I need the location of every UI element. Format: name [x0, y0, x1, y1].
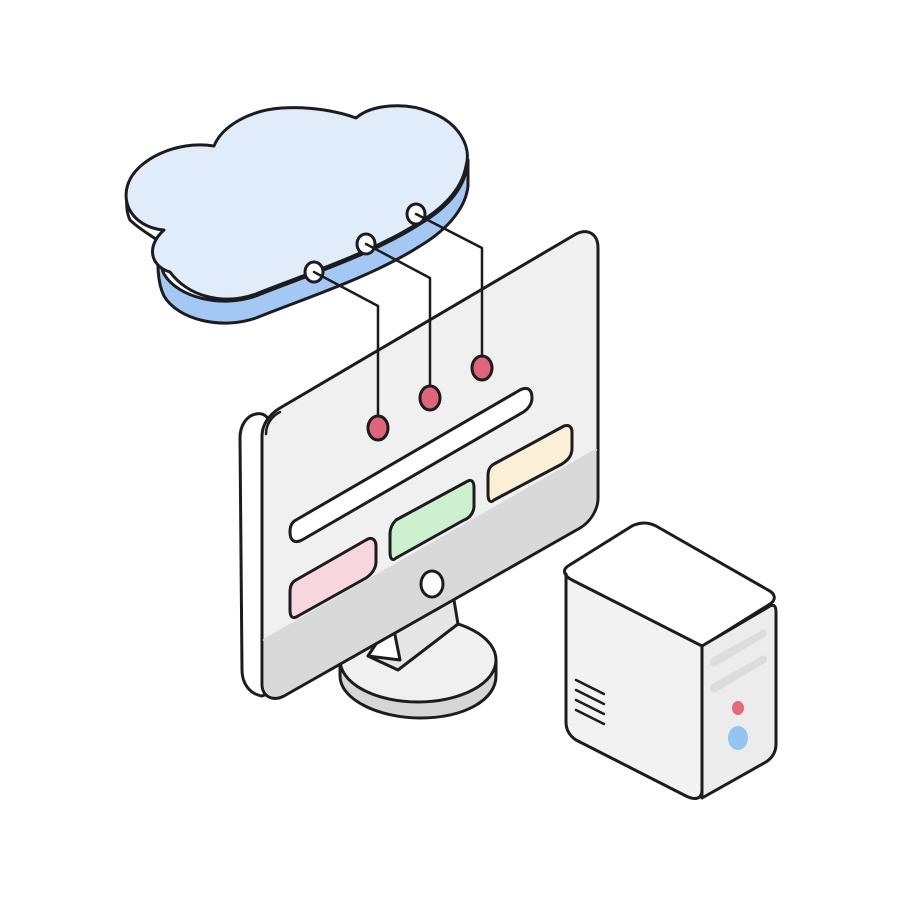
- tower-led-red: [732, 701, 744, 715]
- cable-pin-1: [366, 414, 390, 442]
- address-bar: [288, 386, 534, 544]
- cloud-icon: [124, 104, 470, 325]
- cloud-side-band: [156, 158, 470, 325]
- tower-front: [564, 572, 704, 800]
- screen-inner-bevel: [264, 410, 282, 436]
- cloud-top: [124, 104, 469, 301]
- cable-2: [364, 242, 432, 390]
- card-cream: [486, 424, 574, 504]
- tower-slot-1: [709, 629, 767, 667]
- system-unit-icon: [563, 521, 778, 800]
- tower-slot-2: [709, 655, 767, 693]
- card-pink: [288, 536, 378, 620]
- tower-led-blue: [728, 726, 748, 750]
- cable-1: [312, 270, 380, 420]
- tower-vent-3: [574, 698, 606, 716]
- cable-pin-3: [470, 354, 494, 382]
- power-button-icon: [419, 569, 445, 599]
- tower-vent-2: [574, 688, 606, 706]
- cable-pin-2: [418, 384, 442, 412]
- chin-divider: [262, 448, 598, 642]
- card-green: [388, 478, 476, 562]
- cable-3: [414, 212, 484, 362]
- monitor-icon: [238, 230, 600, 700]
- tower-vent-4: [574, 708, 606, 726]
- connector-cable-icon: [312, 212, 494, 442]
- tower-vent-1: [574, 678, 606, 696]
